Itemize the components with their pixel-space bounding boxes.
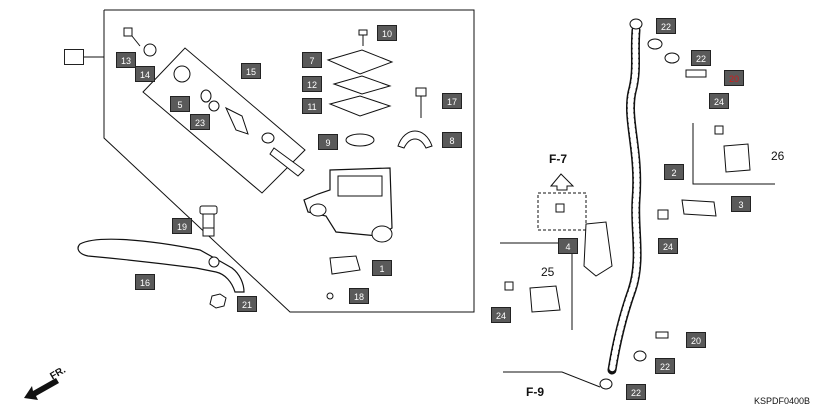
part-tag-17[interactable]: 17: [442, 93, 462, 109]
section-label-f7[interactable]: F-7: [549, 152, 567, 166]
part-tag-12[interactable]: 12: [302, 76, 322, 92]
part-tag-24-middle[interactable]: 24: [658, 238, 678, 254]
part-tag-15[interactable]: 15: [241, 63, 261, 79]
part-tag-10[interactable]: 10: [377, 25, 397, 41]
part-tag-11[interactable]: 11: [302, 98, 322, 114]
brake-lever: [77, 238, 245, 293]
f7-dashed-box: [537, 192, 587, 231]
part-label-25: 25: [541, 265, 555, 279]
reference-box: [64, 49, 84, 65]
part-tag-7[interactable]: 7: [302, 52, 322, 68]
part-tag-18[interactable]: 18: [349, 288, 369, 304]
part-tag-19[interactable]: 19: [172, 218, 192, 234]
part-tag-4[interactable]: 4: [558, 238, 578, 254]
part-tag-13[interactable]: 13: [116, 52, 136, 68]
part-tag-21[interactable]: 21: [237, 296, 257, 312]
part-tag-22-bottom[interactable]: 22: [626, 384, 646, 400]
part-tag-22-washer[interactable]: 22: [691, 50, 711, 66]
part-tag-20-lower[interactable]: 20: [686, 332, 706, 348]
part-tag-9[interactable]: 9: [318, 134, 338, 150]
part-tag-22-top[interactable]: 22: [656, 18, 676, 34]
part-tag-2[interactable]: 2: [664, 164, 684, 180]
part-tag-22-lower[interactable]: 22: [655, 358, 675, 374]
part-tag-3[interactable]: 3: [731, 196, 751, 212]
section-label-f9[interactable]: F-9: [526, 385, 544, 399]
part-tag-8[interactable]: 8: [442, 132, 462, 148]
part-tag-14[interactable]: 14: [135, 66, 155, 82]
part-tag-24-upper[interactable]: 24: [709, 93, 729, 109]
part-tag-23[interactable]: 23: [190, 114, 210, 130]
part-tag-16[interactable]: 16: [135, 274, 155, 290]
part-tag-1[interactable]: 1: [372, 260, 392, 276]
assembly-boundary: [103, 9, 475, 313]
part-label-26: 26: [771, 149, 785, 163]
part-tag-24-lower[interactable]: 24: [491, 307, 511, 323]
part-tag-20-upper[interactable]: 20: [724, 70, 744, 86]
diagram-code: KSPDF0400B: [754, 396, 811, 406]
piston-group-box: [142, 47, 306, 194]
forward-arrow-icon: [24, 378, 59, 400]
part-tag-5[interactable]: 5: [170, 96, 190, 112]
